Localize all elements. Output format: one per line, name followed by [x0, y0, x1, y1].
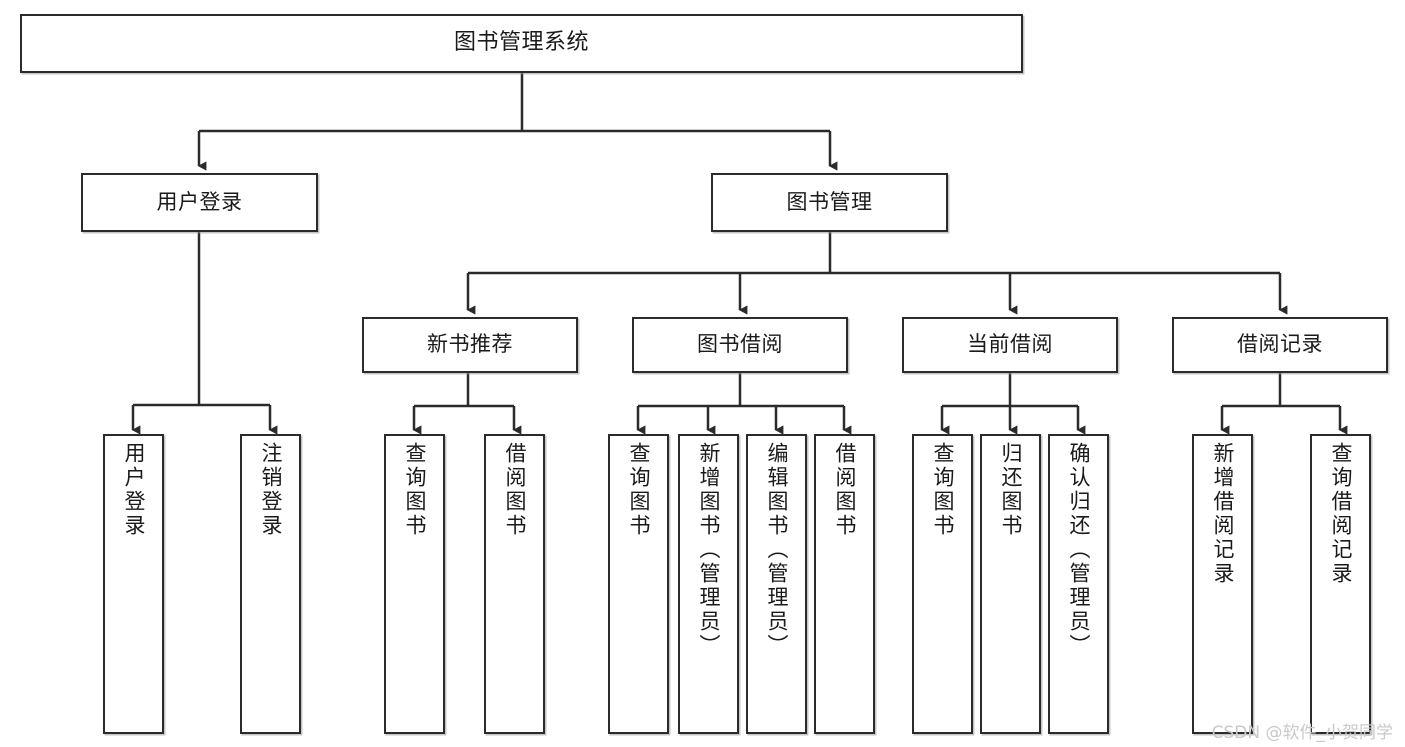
node-label: 新增图书（管理员） [697, 442, 721, 658]
node-book-management[interactable]: 图书管理 [711, 173, 948, 232]
leaf-borrow-borrow-book[interactable]: 借阅图书 [814, 434, 875, 734]
node-label: 借阅图书 [833, 442, 857, 538]
node-book-borrow[interactable]: 图书借阅 [632, 317, 848, 373]
node-label: 注销登录 [259, 442, 283, 538]
leaf-current-confirm-return[interactable]: 确认归还（管理员） [1048, 434, 1109, 734]
leaf-user-login-signout[interactable]: 注销登录 [240, 434, 301, 734]
node-label: 借阅图书 [503, 442, 527, 538]
leaf-records-query-record[interactable]: 查询借阅记录 [1310, 434, 1371, 734]
node-label: 查询借阅记录 [1329, 442, 1353, 586]
csdn-watermark: CSDN @软件_小贺同学 [1211, 723, 1393, 743]
node-label: 归还图书 [999, 442, 1023, 538]
node-label: 新增借阅记录 [1211, 442, 1235, 586]
leaf-current-query-book[interactable]: 查询图书 [912, 434, 973, 734]
leaf-new-book-borrow[interactable]: 借阅图书 [484, 434, 545, 734]
node-label: 图书管理 [786, 189, 873, 214]
node-label: 用户登录 [156, 189, 243, 214]
node-user-login[interactable]: 用户登录 [81, 173, 318, 232]
node-root-system[interactable]: 图书管理系统 [20, 14, 1023, 73]
node-label: 查询图书 [931, 442, 955, 538]
node-label: 用户登录 [122, 442, 146, 538]
leaf-borrow-add-book[interactable]: 新增图书（管理员） [678, 434, 739, 734]
leaf-user-login-signin[interactable]: 用户登录 [103, 434, 164, 734]
node-current-borrow[interactable]: 当前借阅 [902, 317, 1118, 373]
node-label: 确认归还（管理员） [1067, 442, 1091, 658]
leaf-borrow-edit-book[interactable]: 编辑图书（管理员） [746, 434, 807, 734]
leaf-current-return-book[interactable]: 归还图书 [980, 434, 1041, 734]
leaf-records-add-record[interactable]: 新增借阅记录 [1192, 434, 1253, 734]
node-label: 编辑图书（管理员） [765, 442, 789, 658]
node-label: 查询图书 [403, 442, 427, 538]
node-label: 当前借阅 [967, 332, 1053, 357]
node-label: 图书借阅 [697, 332, 783, 357]
node-label: 新书推荐 [427, 332, 513, 357]
node-label: 查询图书 [627, 442, 651, 538]
node-borrow-records[interactable]: 借阅记录 [1172, 317, 1388, 373]
node-label: 借阅记录 [1237, 332, 1323, 357]
node-label: 图书管理系统 [453, 30, 589, 56]
leaf-new-book-query[interactable]: 查询图书 [384, 434, 445, 734]
node-new-book-recommend[interactable]: 新书推荐 [362, 317, 578, 373]
leaf-borrow-query-book[interactable]: 查询图书 [608, 434, 669, 734]
